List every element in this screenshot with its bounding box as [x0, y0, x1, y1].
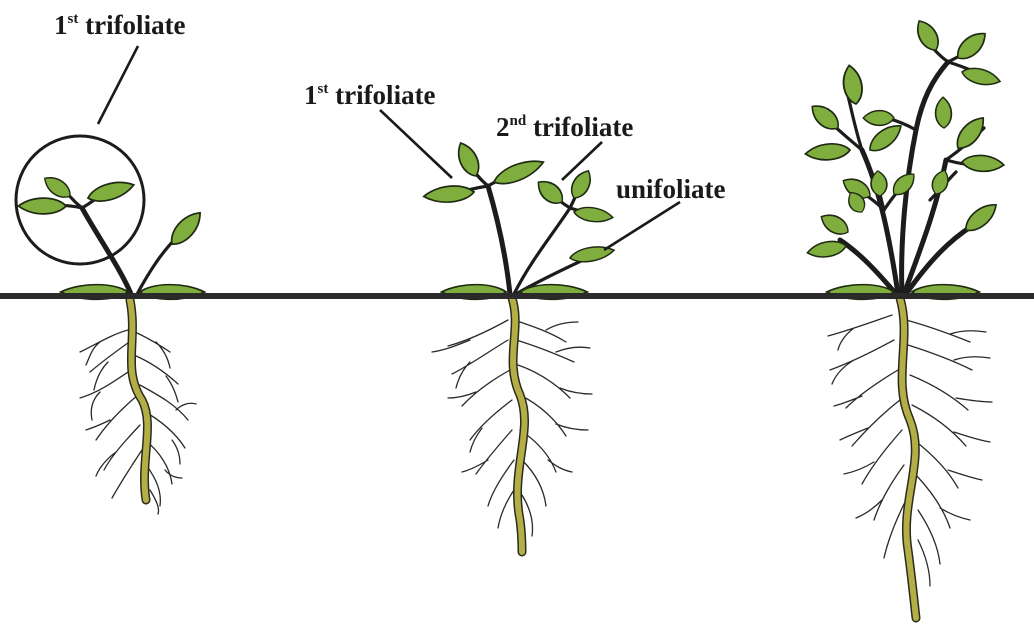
leader-line-stage-2-unifoliate: [604, 202, 680, 250]
leader-line-stage-2-first-trifoliate: [380, 110, 452, 178]
label-stage-1-first-trifoliate: 1st trifoliate: [54, 12, 186, 39]
label-stage-2-unifoliate: unifoliate: [616, 176, 726, 203]
plant-stage-3: [805, 17, 1005, 618]
first-trifoliate-leaves-stage-2: [423, 139, 546, 204]
soil-line: [0, 293, 1034, 299]
stem-stage-2: [488, 186, 510, 294]
label-stage-2-first-trifoliate: 1st trifoliate: [304, 82, 436, 109]
leader-line-stage-1-trifoliate: [98, 46, 138, 124]
root-system-stage-1: [80, 330, 196, 514]
second-trifoliate-leaves-stage-2: [533, 167, 614, 224]
plant-stage-1: [16, 46, 206, 514]
label-stage-2-second-trifoliate: 2nd trifoliate: [496, 114, 633, 141]
stem-stage-1: [82, 208, 132, 296]
unifoliate-leaf-stage-1: [166, 207, 207, 249]
